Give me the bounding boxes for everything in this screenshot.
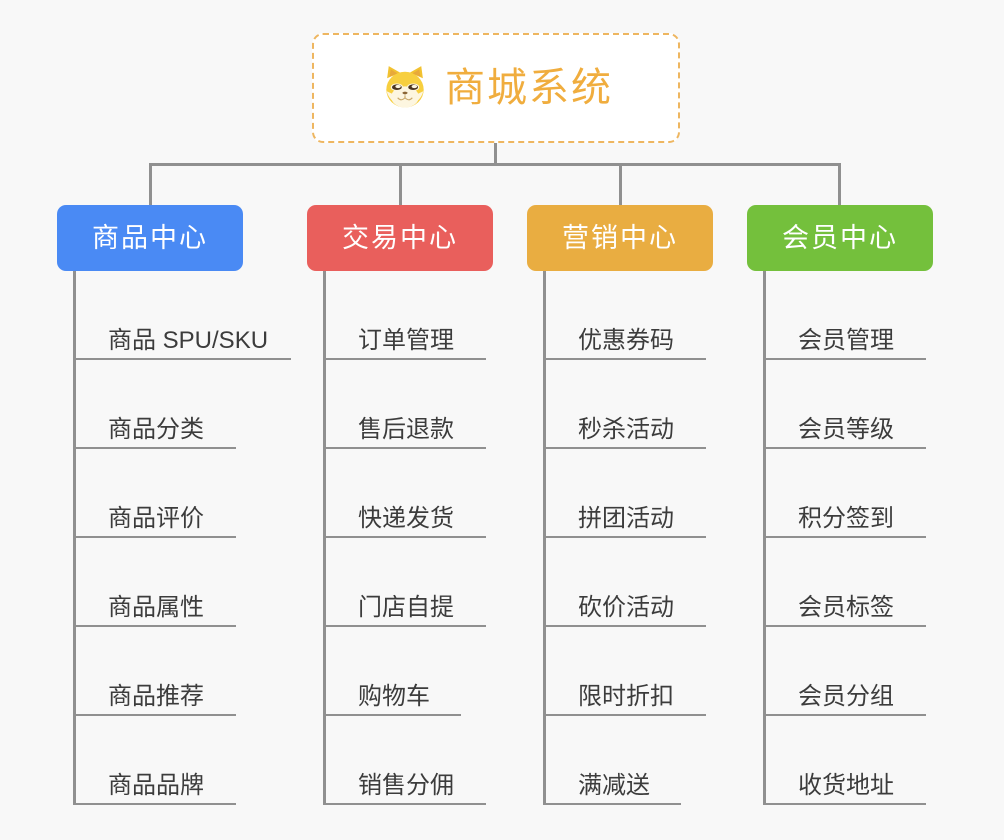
category-label: 商品中心 xyxy=(92,222,208,253)
connector-drop-2 xyxy=(399,163,402,207)
leaf-label: 商品推荐 xyxy=(108,683,204,711)
list-item[interactable]: 会员管理 xyxy=(766,271,926,360)
list-item[interactable]: 积分签到 xyxy=(766,449,926,538)
list-item[interactable]: 商品属性 xyxy=(76,538,236,627)
root-title: 商城系统 xyxy=(445,66,613,110)
category-box-trade[interactable]: 交易中心 xyxy=(307,205,493,271)
list-item[interactable]: 商品品牌 xyxy=(76,716,236,805)
category-label: 交易中心 xyxy=(342,222,458,253)
leaf-label: 购物车 xyxy=(358,683,430,711)
leaf-label: 秒杀活动 xyxy=(578,416,674,444)
leaf-label: 售后退款 xyxy=(358,416,454,444)
leaf-label: 商品分类 xyxy=(108,416,204,444)
branch-column-member: 会员中心 会员管理 会员等级 积分签到 会员标签 会员分组 收货地址 xyxy=(747,205,937,805)
leaf-label: 商品品牌 xyxy=(108,772,204,800)
list-item[interactable]: 快递发货 xyxy=(326,449,486,538)
list-item[interactable]: 订单管理 xyxy=(326,271,486,360)
leaf-label: 会员管理 xyxy=(798,327,894,355)
leaf-label: 会员分组 xyxy=(798,683,894,711)
list-item[interactable]: 商品分类 xyxy=(76,360,236,449)
category-box-product[interactable]: 商品中心 xyxy=(57,205,243,271)
branch-column-product: 商品中心 商品 SPU/SKU 商品分类 商品评价 商品属性 商品推荐 商品品牌 xyxy=(57,205,291,805)
list-item[interactable]: 会员标签 xyxy=(766,538,926,627)
list-item[interactable]: 收货地址 xyxy=(766,716,926,805)
branch-items-marketing: 优惠券码 秒杀活动 拼团活动 砍价活动 限时折扣 满减送 xyxy=(543,271,717,805)
leaf-label: 限时折扣 xyxy=(578,683,674,711)
connector-root-stem xyxy=(494,143,497,165)
leaf-label: 订单管理 xyxy=(358,327,454,355)
leaf-label: 商品评价 xyxy=(108,505,204,533)
category-label: 会员中心 xyxy=(782,222,898,253)
list-item[interactable]: 商品推荐 xyxy=(76,627,236,716)
root-node[interactable]: 商城系统 xyxy=(312,33,680,143)
category-box-member[interactable]: 会员中心 xyxy=(747,205,933,271)
list-item[interactable]: 秒杀活动 xyxy=(546,360,706,449)
leaf-label: 收货地址 xyxy=(798,772,894,800)
list-item[interactable]: 门店自提 xyxy=(326,538,486,627)
leaf-label: 优惠券码 xyxy=(578,327,674,355)
list-item[interactable]: 砍价活动 xyxy=(546,538,706,627)
connector-drop-4 xyxy=(838,163,841,207)
leaf-label: 商品 SPU/SKU xyxy=(108,327,269,355)
category-label: 营销中心 xyxy=(562,222,678,253)
connector-drop-1 xyxy=(149,163,152,207)
leaf-label: 快递发货 xyxy=(358,505,454,533)
list-item[interactable]: 商品评价 xyxy=(76,449,236,538)
branch-column-marketing: 营销中心 优惠券码 秒杀活动 拼团活动 砍价活动 限时折扣 满减送 xyxy=(527,205,717,805)
shiba-dog-icon xyxy=(379,62,431,114)
category-box-marketing[interactable]: 营销中心 xyxy=(527,205,713,271)
list-item[interactable]: 限时折扣 xyxy=(546,627,706,716)
list-item[interactable]: 销售分佣 xyxy=(326,716,486,805)
connector-horizontal-bus xyxy=(149,163,841,166)
leaf-label: 会员等级 xyxy=(798,416,894,444)
list-item[interactable]: 购物车 xyxy=(326,627,461,716)
leaf-label: 满减送 xyxy=(578,772,650,800)
leaf-label: 拼团活动 xyxy=(578,505,674,533)
connector-drop-3 xyxy=(619,163,622,207)
list-item[interactable]: 会员等级 xyxy=(766,360,926,449)
branch-items-member: 会员管理 会员等级 积分签到 会员标签 会员分组 收货地址 xyxy=(763,271,937,805)
branch-column-trade: 交易中心 订单管理 售后退款 快递发货 门店自提 购物车 销售分佣 xyxy=(307,205,497,805)
list-item[interactable]: 会员分组 xyxy=(766,627,926,716)
leaf-label: 积分签到 xyxy=(798,505,894,533)
list-item[interactable]: 拼团活动 xyxy=(546,449,706,538)
list-item[interactable]: 商品 SPU/SKU xyxy=(76,271,291,360)
leaf-label: 会员标签 xyxy=(798,594,894,622)
list-item[interactable]: 优惠券码 xyxy=(546,271,706,360)
list-item[interactable]: 满减送 xyxy=(546,716,681,805)
leaf-label: 商品属性 xyxy=(108,594,204,622)
list-item[interactable]: 售后退款 xyxy=(326,360,486,449)
leaf-label: 门店自提 xyxy=(358,594,454,622)
branch-items-trade: 订单管理 售后退款 快递发货 门店自提 购物车 销售分佣 xyxy=(323,271,497,805)
leaf-label: 销售分佣 xyxy=(358,772,454,800)
branch-items-product: 商品 SPU/SKU 商品分类 商品评价 商品属性 商品推荐 商品品牌 xyxy=(73,271,291,805)
leaf-label: 砍价活动 xyxy=(578,594,674,622)
